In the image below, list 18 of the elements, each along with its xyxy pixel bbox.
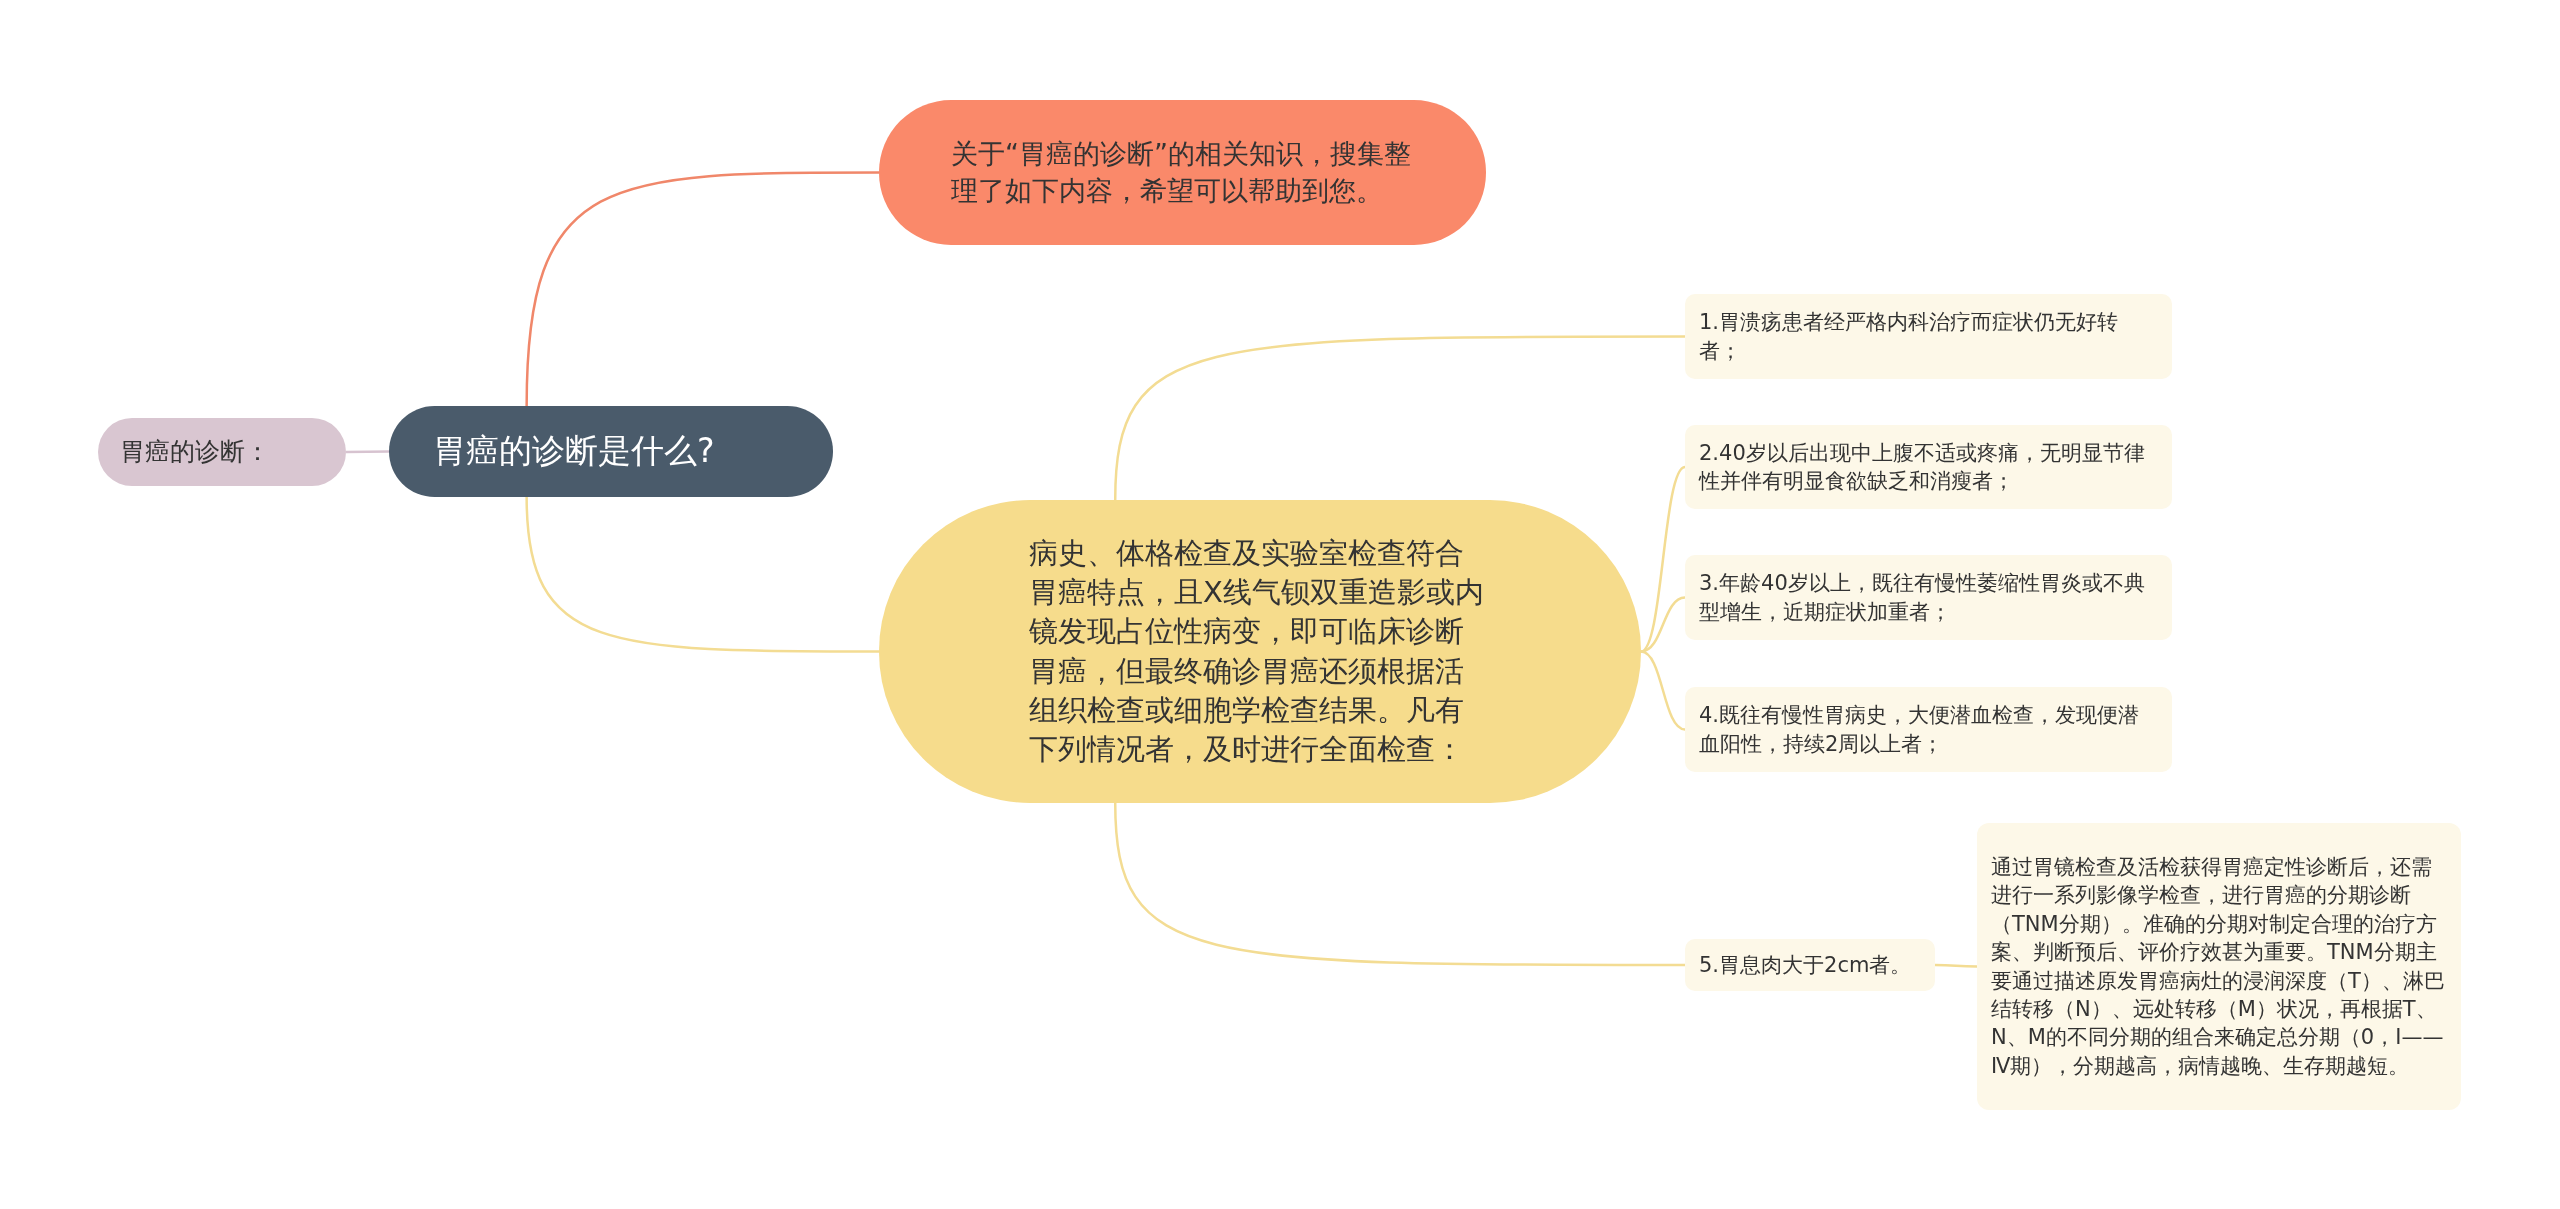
item-box: 2.40岁以后出现中上腹不适或疼痛，无明显节律性并伴有明显食欲缺乏和消瘦者； bbox=[1685, 425, 2172, 509]
note-box: 通过胃镜检查及活检获得胃癌定性诊断后，还需进行一系列影像学检查，进行胃癌的分期诊断（TNM分期）。准确的分期对制定合理的治疗方案、判断预后、评价疗效甚为重要。TNM分期主要通过描述原发胃癌病灶的浸润深度（T）、淋巴结转移（N）、远处转移（M）状况，再根据T、N、M的不同分期的组合来确定总分期（0，Ⅰ——Ⅳ期），分期越高，病情越晚、生存期越短。 bbox=[1977, 823, 2461, 1110]
connector-line bbox=[1640, 466, 1686, 653]
connector-line bbox=[1935, 963, 1977, 968]
connector-line bbox=[346, 450, 389, 454]
topic-pill: 胃癌的诊断： bbox=[98, 418, 346, 486]
item-box: 1.胃溃疡患者经严格内科治疗而症状仍无好转者； bbox=[1685, 294, 2172, 379]
item-box: 5.胃息肉大于2cm者。 bbox=[1685, 939, 1935, 991]
connector-line bbox=[525, 171, 879, 407]
item-box: 3.年龄40岁以上，既往有慢性萎缩性胃炎或不典型增生，近期症状加重者； bbox=[1685, 555, 2172, 640]
topic-pill: 关于“胃癌的诊断”的相关知识，搜集整理了如下内容，希望可以帮助到您。 bbox=[879, 100, 1486, 245]
connector-line bbox=[525, 496, 879, 653]
central-topic-pill: 胃癌的诊断是什么? bbox=[389, 406, 833, 497]
connector-line bbox=[1640, 650, 1686, 731]
topic-pill: 病史、体格检查及实验室检查符合胃癌特点，且X线气钡双重造影或内镜发现占位性病变，即可临床诊断胃癌，但最终确诊胃癌还须根据活组织检查或细胞学检查结果。凡有下列情况者，及时进行全面检查： bbox=[879, 500, 1641, 803]
item-box: 4.既往有慢性胃病史，大便潜血检查，发现便潜血阳性，持续2周以上者； bbox=[1685, 687, 2172, 772]
connector-line bbox=[1113, 335, 1685, 501]
connector-line bbox=[1113, 802, 1685, 967]
